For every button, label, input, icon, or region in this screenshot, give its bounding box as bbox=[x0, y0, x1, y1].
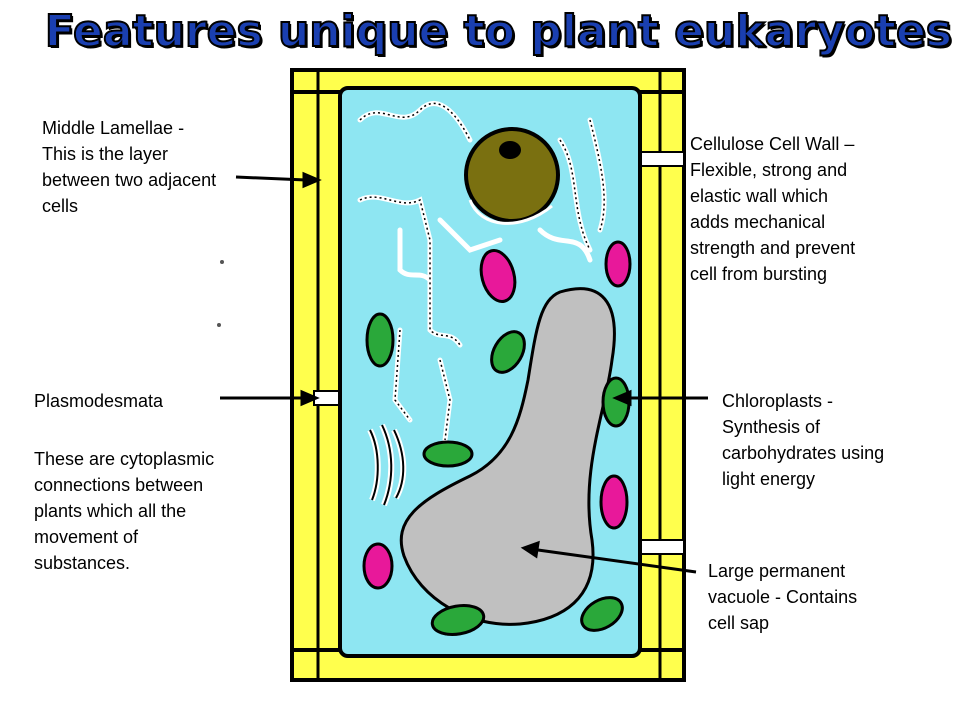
page-title: Features unique to plant eukaryotes bbox=[44, 5, 953, 58]
plasmodesmata-title-label: Plasmodesmata bbox=[34, 391, 164, 411]
chloroplast bbox=[365, 312, 395, 368]
mitochondrion bbox=[599, 474, 629, 530]
nucleus bbox=[464, 127, 560, 223]
pointer-arrows bbox=[220, 171, 708, 574]
middle-lamellae-label: Middle Lamellae - This is the layer betw… bbox=[42, 118, 217, 216]
nucleolus bbox=[499, 141, 521, 159]
golgi-apparatus bbox=[367, 423, 407, 507]
mitochondria bbox=[362, 240, 632, 590]
chloroplasts-label: Chloroplasts - Synthesis of carbohydrate… bbox=[722, 391, 885, 489]
middle-lamellae-pointer bbox=[235, 175, 307, 182]
chloroplasts bbox=[365, 312, 631, 637]
chloroplast bbox=[430, 603, 486, 637]
cell-wall-label: Cellulose Cell Wall – Flexible, strong a… bbox=[690, 134, 856, 284]
plasmodesma-right-top bbox=[635, 151, 685, 167]
mitochondrion bbox=[604, 240, 632, 288]
chloroplast bbox=[422, 440, 474, 468]
plasmodesmata-description-label: These are cytoplasmic connections betwee… bbox=[34, 449, 215, 573]
plasmodesma-right-bottom bbox=[635, 539, 685, 555]
chloroplast bbox=[580, 596, 624, 632]
vacuole-label: Large permanent vacuole - Contains cell … bbox=[708, 561, 858, 633]
mitochondrion bbox=[362, 542, 394, 590]
vacuole-pointer bbox=[537, 548, 697, 574]
chloroplast bbox=[490, 330, 526, 374]
mitochondrion bbox=[479, 249, 517, 303]
